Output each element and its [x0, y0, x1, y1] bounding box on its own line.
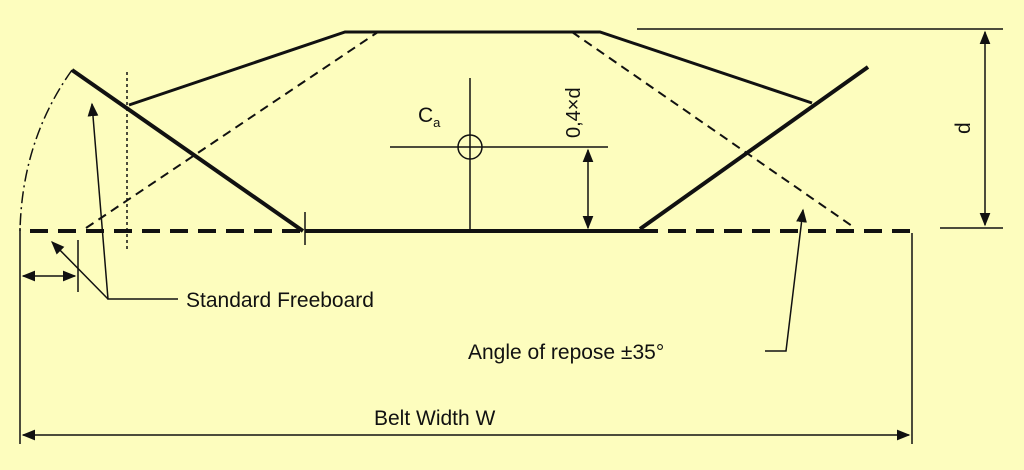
centroid-label-main: C — [418, 104, 433, 127]
right-wing-idler — [638, 65, 870, 231]
freeboard-leader-lower — [51, 241, 109, 300]
angle-of-repose-leader — [765, 208, 807, 352]
centroid-circle — [457, 134, 483, 160]
left-wing-idler — [70, 68, 305, 233]
angle-of-repose-right-line — [571, 31, 856, 229]
centroid-label-subscript: a — [433, 115, 441, 130]
depth-label: d — [952, 122, 975, 134]
belt-width-label: Belt Width W — [374, 407, 496, 430]
angle-of-repose-label: Angle of repose ±35° — [468, 341, 664, 364]
angle-of-repose-left-line — [85, 31, 379, 229]
height-ratio-label: 0,4×d — [563, 87, 585, 138]
centroid-label: Ca — [418, 104, 441, 130]
standard-freeboard-label: Standard Freeboard — [186, 289, 374, 312]
surcharge-profile — [128, 30, 813, 107]
belt-width-arc — [19, 69, 73, 232]
